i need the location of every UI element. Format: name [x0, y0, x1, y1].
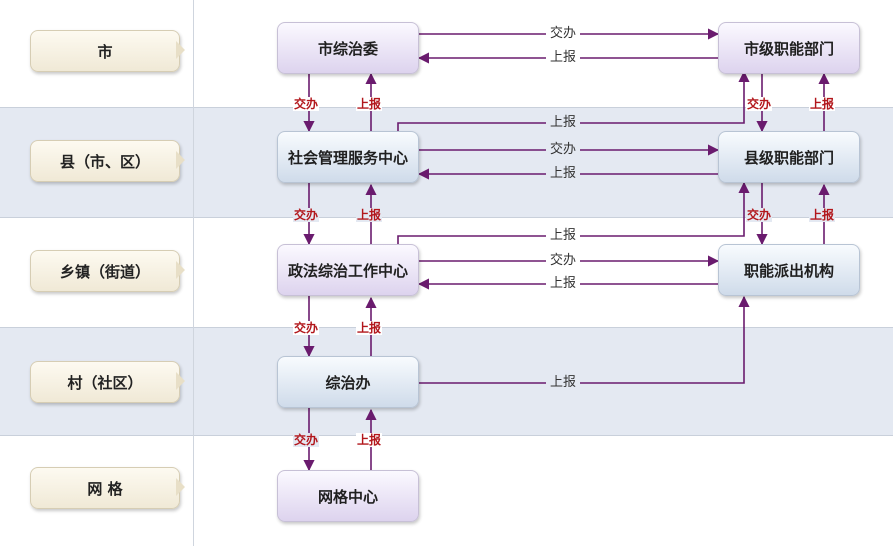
vertical-label-report: 上报	[356, 208, 383, 222]
node-village-office: 综治办	[277, 356, 419, 408]
level-arrow-icon	[176, 478, 185, 496]
edge-label-report: 上报	[546, 166, 581, 182]
level-village: 村（社区）	[30, 361, 180, 403]
vertical-label-assign: 交办	[746, 97, 773, 111]
node-city-committee: 市综治委	[277, 22, 419, 74]
vertical-label-report: 上报	[809, 97, 836, 111]
edge-label-assign: 交办	[546, 26, 581, 42]
vertical-label-assign: 交办	[293, 321, 320, 335]
vertical-label-report: 上报	[809, 208, 836, 222]
edge-label-report: 上报	[546, 50, 581, 66]
vertical-label-report: 上报	[356, 433, 383, 447]
vertical-label-assign: 交办	[293, 97, 320, 111]
divider	[0, 327, 893, 328]
vertical-label-assign: 交办	[293, 433, 320, 447]
vertical-label-report: 上报	[356, 97, 383, 111]
node-city-departments: 市级职能部门	[718, 22, 860, 74]
vertical-label-report: 上报	[356, 321, 383, 335]
divider	[0, 435, 893, 436]
edge-label-assign: 交办	[546, 142, 581, 158]
edge-label-report: 上报	[546, 115, 581, 131]
edge-label-report: 上报	[546, 375, 581, 391]
level-arrow-icon	[176, 261, 185, 279]
vertical-label-assign: 交办	[293, 208, 320, 222]
column-divider	[193, 0, 194, 546]
divider	[0, 217, 893, 218]
level-arrow-icon	[176, 151, 185, 169]
node-county-departments: 县级职能部门	[718, 131, 860, 183]
level-arrow-icon	[176, 372, 185, 390]
level-town: 乡镇（街道）	[30, 250, 180, 292]
arrow-report-village-up	[417, 295, 750, 384]
node-dispatched-agencies: 职能派出机构	[718, 244, 860, 296]
node-grid-center: 网格中心	[277, 470, 419, 522]
edge-label-assign: 交办	[546, 253, 581, 269]
edge-label-report: 上报	[546, 228, 581, 244]
node-town-center: 政法综治工作中心	[277, 244, 419, 296]
level-arrow-icon	[176, 41, 185, 59]
edge-label-report: 上报	[546, 276, 581, 292]
vertical-label-assign: 交办	[746, 208, 773, 222]
divider	[0, 107, 893, 108]
level-grid: 网 格	[30, 467, 180, 509]
node-social-management-center: 社会管理服务中心	[277, 131, 419, 183]
